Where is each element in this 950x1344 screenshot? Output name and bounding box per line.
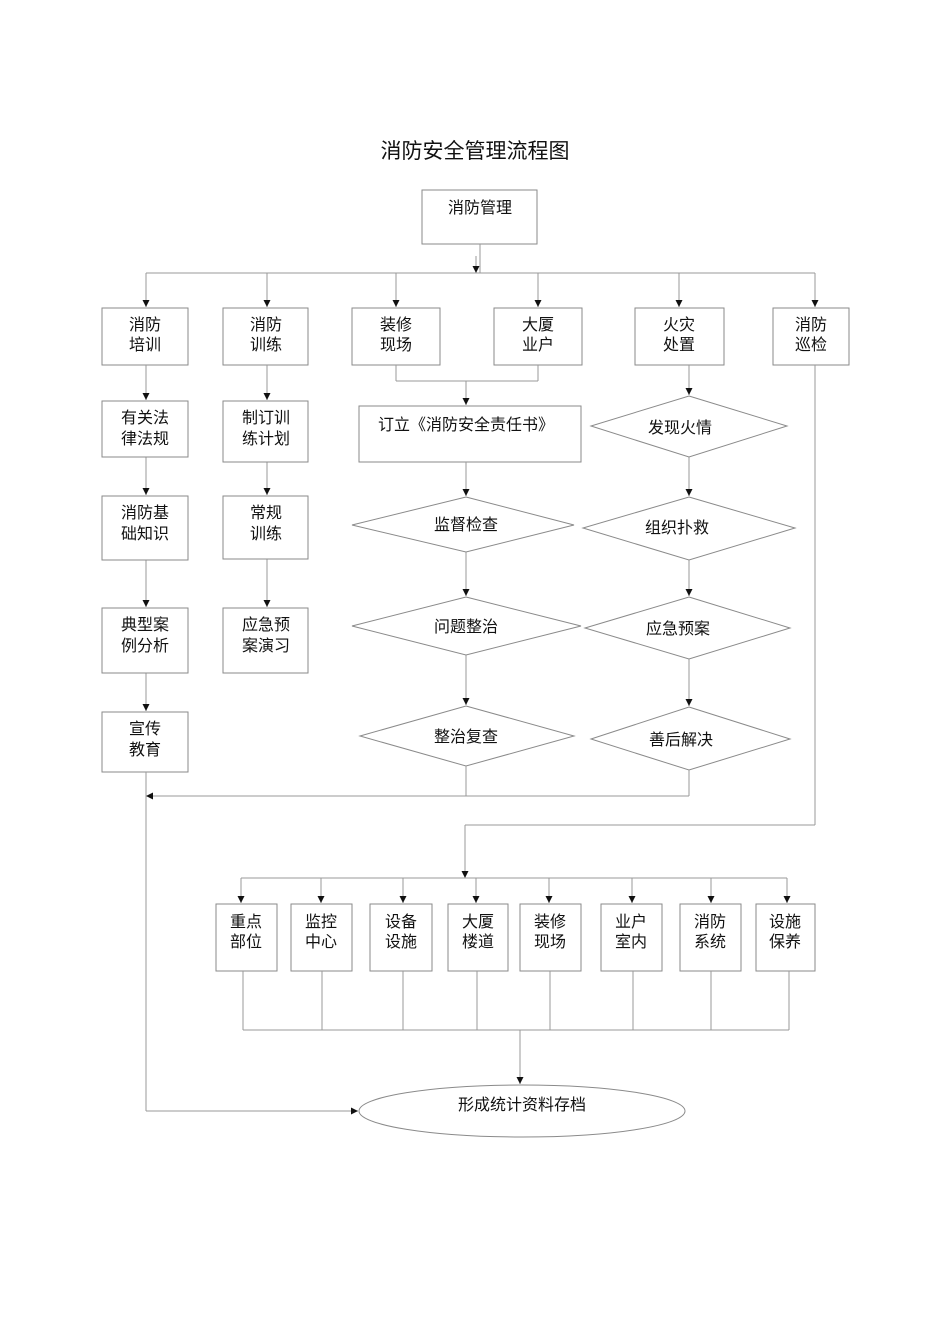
svg-text:训练: 训练 (250, 524, 282, 543)
training-step-cases: 典型案 例分析 (101, 607, 189, 674)
root-connectors (142, 244, 819, 307)
decision-rectify: 问题整治 (351, 596, 582, 656)
svg-text:大厦: 大厦 (522, 315, 554, 334)
svg-text:装修: 装修 (380, 315, 412, 334)
svg-text:训练: 训练 (250, 335, 282, 354)
patrol-item-key-areas: 重点 部位 (215, 903, 278, 972)
svg-text:设备: 设备 (385, 912, 417, 931)
svg-text:装修: 装修 (534, 912, 566, 931)
svg-text:楼道: 楼道 (462, 932, 494, 951)
column-drill: 消防 训练 (222, 307, 309, 366)
svg-text:制订训: 制订训 (242, 408, 290, 427)
patrol-item-maintenance: 设施 保养 (755, 903, 816, 972)
svg-text:问题整治: 问题整治 (434, 617, 498, 636)
svg-text:典型案: 典型案 (121, 615, 169, 634)
svg-text:善后解决: 善后解决 (649, 730, 713, 749)
decision-firefight: 组织扑救 (581, 496, 797, 561)
training-step-basics: 消防基 础知识 (101, 495, 189, 561)
collector-connectors (242, 971, 790, 1084)
svg-text:中心: 中心 (305, 932, 337, 951)
responsibility-connectors (395, 365, 539, 405)
decision-aftermath: 善后解决 (589, 706, 792, 771)
decision-detect-fire: 发现火情 (589, 395, 789, 458)
svg-text:监控: 监控 (305, 912, 337, 931)
root-label: 消防管理 (448, 198, 512, 217)
svg-text:室内: 室内 (615, 932, 647, 951)
svg-text:火灾: 火灾 (663, 315, 695, 334)
svg-text:宣传: 宣传 (129, 719, 161, 738)
merge-connectors (145, 766, 690, 1115)
svg-text:巡检: 巡检 (795, 335, 827, 354)
svg-text:现场: 现场 (534, 932, 566, 951)
column-fire: 火灾 处置 (634, 307, 725, 366)
svg-text:业户: 业户 (615, 912, 647, 931)
column-patrol: 消防 巡检 (772, 307, 850, 366)
svg-text:有关法: 有关法 (121, 408, 169, 427)
svg-text:应急预: 应急预 (242, 615, 290, 634)
column-training: 消防 培训 (101, 307, 189, 366)
decision-emergency-plan: 应急预案 (583, 596, 792, 660)
svg-text:发现火情: 发现火情 (648, 418, 712, 437)
svg-text:大厦: 大厦 (462, 912, 494, 931)
svg-text:律法规: 律法规 (121, 429, 169, 448)
svg-text:现场: 现场 (380, 335, 412, 354)
svg-text:设施: 设施 (385, 932, 417, 951)
drill-step-routine: 常规 训练 (222, 495, 309, 560)
page-title: 消防安全管理流程图 (381, 139, 570, 163)
svg-text:培训: 培训 (129, 335, 161, 354)
svg-text:消防: 消防 (795, 315, 827, 334)
svg-text:形成统计资料存档: 形成统计资料存档 (458, 1095, 586, 1114)
svg-text:重点: 重点 (230, 912, 262, 931)
drill-step-exercise: 应急预 案演习 (222, 607, 309, 674)
column-tenant: 大厦 业户 (493, 307, 583, 366)
svg-text:教育: 教育 (129, 740, 161, 759)
svg-text:应急预案: 应急预案 (646, 619, 710, 638)
svg-text:案演习: 案演习 (242, 636, 290, 655)
svg-text:订立《消防安全责任书》: 订立《消防安全责任书》 (378, 415, 554, 434)
svg-text:保养: 保养 (769, 932, 801, 951)
svg-text:业户: 业户 (522, 335, 554, 354)
svg-text:部位: 部位 (230, 932, 262, 951)
training-step-education: 宣传 教育 (101, 711, 189, 773)
root-node: 消防管理 (421, 189, 538, 245)
training-step-laws: 有关法 律法规 (101, 400, 189, 458)
svg-text:消防基: 消防基 (121, 503, 169, 522)
decision-recheck: 整治复查 (358, 705, 576, 767)
archive-node: 形成统计资料存档 (358, 1084, 686, 1138)
svg-text:设施: 设施 (769, 912, 801, 931)
svg-text:础知识: 础知识 (121, 524, 169, 543)
svg-text:整治复查: 整治复查 (434, 727, 498, 746)
svg-text:消防: 消防 (694, 912, 726, 931)
patrol-item-tenant-indoor: 业户 室内 (600, 903, 663, 972)
svg-text:消防: 消防 (129, 315, 161, 334)
svg-text:例分析: 例分析 (121, 636, 169, 655)
svg-text:常规: 常规 (250, 503, 282, 522)
responsibility-node: 订立《消防安全责任书》 (358, 405, 582, 463)
patrol-item-monitor-center: 监控 中心 (290, 903, 353, 972)
column-renovation: 装修 现场 (351, 307, 441, 366)
svg-text:监督检查: 监督检查 (434, 515, 498, 534)
decision-supervise: 监督检查 (351, 496, 575, 553)
patrol-item-equipment: 设备 设施 (369, 903, 433, 972)
svg-text:消防: 消防 (250, 315, 282, 334)
drill-step-plan: 制订训 练计划 (222, 400, 309, 463)
svg-text:组织扑救: 组织扑救 (645, 518, 709, 537)
patrol-item-corridors: 大厦 楼道 (447, 903, 509, 972)
svg-text:练计划: 练计划 (242, 429, 290, 448)
patrol-item-fire-system: 消防 系统 (679, 903, 742, 972)
patrol-connectors (237, 365, 816, 903)
patrol-item-renovation-site: 装修 现场 (519, 903, 582, 972)
svg-text:系统: 系统 (694, 932, 726, 951)
svg-text:处置: 处置 (663, 335, 695, 354)
